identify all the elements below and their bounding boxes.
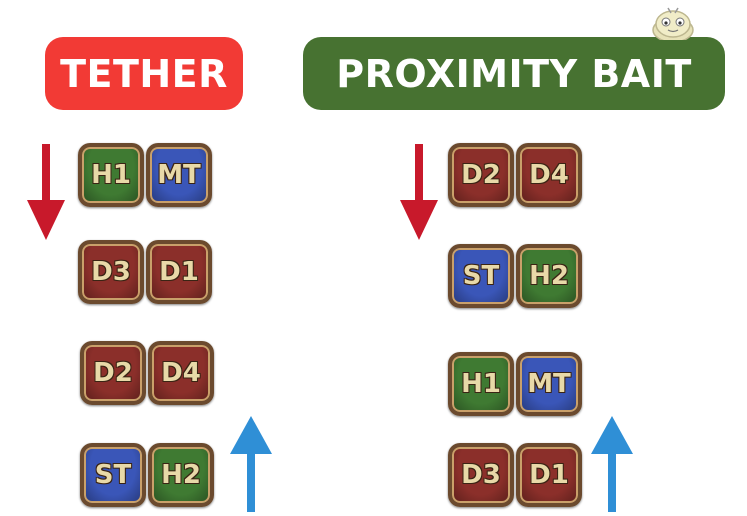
role-icon: D4 <box>516 143 582 207</box>
role-icon: D2 <box>80 341 146 405</box>
role-icon: H2 <box>148 443 214 507</box>
role-icon: D3 <box>78 240 144 304</box>
role-icon: H1 <box>78 143 144 207</box>
tether-pair-1: H1 MT <box>78 143 212 207</box>
arrow-up-icon <box>591 416 633 512</box>
role-icon: D3 <box>448 443 514 507</box>
proximity-pair-2: ST H2 <box>448 244 582 308</box>
tether-pair-2: D3 D1 <box>78 240 212 304</box>
proximity-pair-1: D2 D4 <box>448 143 582 207</box>
proximity-pair-4: D3 D1 <box>448 443 582 507</box>
role-icon: H2 <box>516 244 582 308</box>
role-icon: ST <box>448 244 514 308</box>
mascot-icon <box>652 7 694 40</box>
role-icon: D1 <box>146 240 212 304</box>
role-icon: D4 <box>148 341 214 405</box>
proximity-pair-3: H1 MT <box>448 352 582 416</box>
role-icon: D1 <box>516 443 582 507</box>
arrow-down-icon <box>400 144 438 240</box>
role-icon: MT <box>516 352 582 416</box>
arrow-down-icon <box>27 144 65 240</box>
role-icon: D2 <box>448 143 514 207</box>
tether-pair-4: ST H2 <box>80 443 214 507</box>
proximity-bait-header: PROXIMITY BAIT <box>303 37 725 110</box>
role-icon: MT <box>146 143 212 207</box>
arrow-up-icon <box>230 416 272 512</box>
tether-pair-3: D2 D4 <box>80 341 214 405</box>
role-icon: ST <box>80 443 146 507</box>
role-icon: H1 <box>448 352 514 416</box>
tether-header: TETHER <box>45 37 243 110</box>
